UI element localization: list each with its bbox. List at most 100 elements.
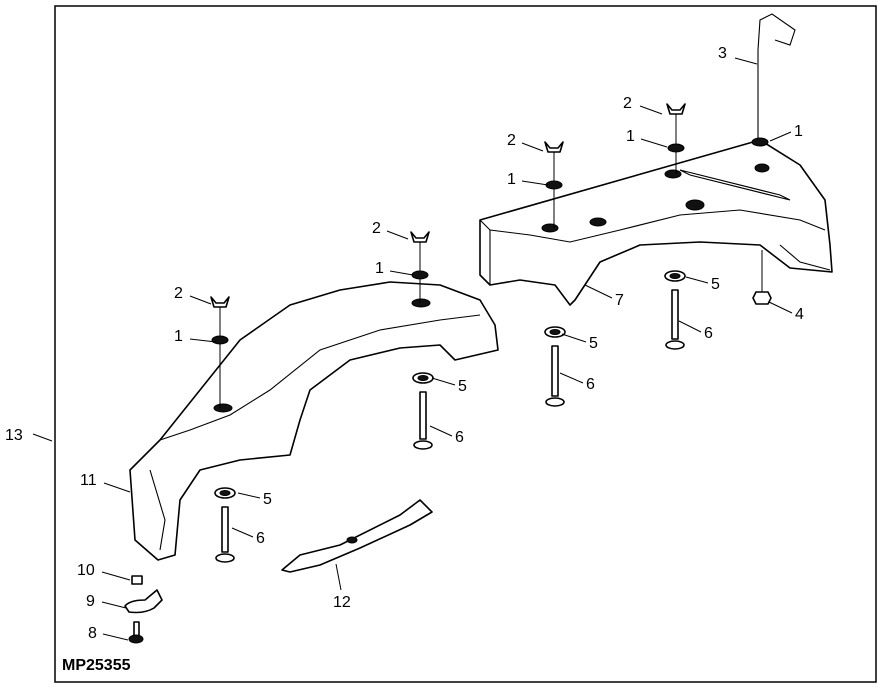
callout-label: 5 [589, 335, 598, 352]
callout-label: 3 [718, 45, 727, 62]
bolt-icon [671, 289, 679, 340]
callout-label: 6 [455, 429, 464, 446]
fastener-stack [666, 103, 686, 174]
callout-2: 2 [372, 220, 409, 240]
leader-line [768, 301, 793, 314]
spacer-bolt-stack [412, 372, 434, 450]
callout-1: 1 [769, 123, 803, 142]
callout-7: 7 [584, 284, 624, 309]
callout-1: 1 [626, 128, 668, 148]
leader-line [769, 131, 792, 142]
leader-line [559, 372, 584, 384]
figure-code: MP25355 [62, 657, 131, 674]
diagram-frame [54, 5, 877, 683]
bolt-icon [419, 391, 427, 440]
callout-3: 3 [718, 45, 758, 65]
callout-label: 11 [80, 472, 97, 489]
callout-1: 1 [375, 260, 414, 277]
bolt-icon [221, 506, 229, 553]
leader-line [521, 142, 544, 152]
leader-line [102, 633, 129, 641]
callout-5: 5 [561, 333, 598, 352]
wing-nut-icon [410, 231, 430, 243]
callout-6: 6 [559, 372, 595, 393]
callout-label: 10 [77, 562, 95, 579]
callout-6: 6 [429, 425, 464, 446]
callout-label: 1 [794, 123, 803, 140]
spacer-bolt-stack [664, 270, 686, 350]
callout-label: 5 [711, 276, 720, 293]
wing-nut-icon [544, 141, 564, 153]
leader-line [429, 425, 453, 437]
callout-2: 2 [507, 132, 544, 152]
bolt-icon [133, 621, 140, 637]
bolt-icon [551, 345, 559, 397]
callout-label: 1 [174, 328, 183, 345]
callout-label: 12 [333, 594, 351, 611]
leader-line [734, 57, 758, 65]
leader-line [101, 601, 127, 609]
washer-icon [667, 143, 685, 153]
callout-label: 1 [507, 171, 516, 188]
leader-line [189, 338, 217, 343]
leader-line [639, 105, 663, 115]
left-deck-cover [129, 281, 499, 561]
leader-line [678, 320, 702, 333]
spacer-bolt-stack [544, 326, 566, 407]
right-deck-cover [479, 139, 833, 306]
callout-label: 6 [704, 325, 713, 342]
leader-line [386, 230, 409, 240]
fastener-stack [544, 141, 564, 228]
leader-line [640, 138, 668, 148]
callout-label: 2 [623, 95, 632, 112]
leader-line [32, 433, 53, 442]
callout-1: 1 [507, 171, 549, 188]
leader-line [584, 284, 613, 299]
callout-5: 5 [431, 377, 467, 395]
leader-line [237, 492, 261, 499]
callout-label: 2 [507, 132, 516, 149]
leader-line [335, 563, 342, 591]
callout-2: 2 [623, 95, 663, 115]
callout-label: 8 [88, 625, 97, 642]
callout-8: 8 [88, 625, 129, 642]
callout-5: 5 [237, 491, 272, 508]
leader-line [685, 276, 709, 284]
washer-icon [211, 335, 229, 345]
nut-icon [752, 291, 772, 305]
callout-label: 9 [86, 593, 95, 610]
leader-line [561, 333, 587, 343]
fastener-stack [410, 231, 430, 303]
leader-line [189, 295, 212, 305]
nut-icon [131, 575, 143, 585]
leader-line [521, 180, 549, 186]
rod [757, 13, 796, 140]
callout-label: 2 [372, 220, 381, 237]
callout-label: 13 [5, 427, 23, 444]
callout-1: 1 [174, 328, 217, 345]
callout-label: 4 [795, 306, 804, 323]
callout-label: 5 [458, 378, 467, 395]
callout-12: 12 [333, 563, 351, 611]
callout-label: 6 [256, 530, 265, 547]
callout-2: 2 [174, 285, 212, 305]
leader-line [231, 527, 254, 538]
callout-label: 1 [375, 260, 384, 277]
callout-9: 9 [86, 593, 127, 610]
leader-line [389, 270, 414, 276]
leader-line [101, 571, 131, 581]
washer-icon [545, 180, 563, 190]
callout-4: 4 [768, 301, 804, 323]
callout-13: 13 [5, 427, 53, 444]
callout-label: 2 [174, 285, 183, 302]
callout-label: 6 [586, 376, 595, 393]
callout-5: 5 [685, 276, 720, 293]
callout-6: 6 [678, 320, 713, 342]
callout-label: 7 [615, 292, 624, 309]
leader-line [431, 377, 456, 386]
callout-label: 5 [263, 491, 272, 508]
wing-nut-icon [666, 103, 686, 115]
bracket-icon [124, 589, 163, 614]
